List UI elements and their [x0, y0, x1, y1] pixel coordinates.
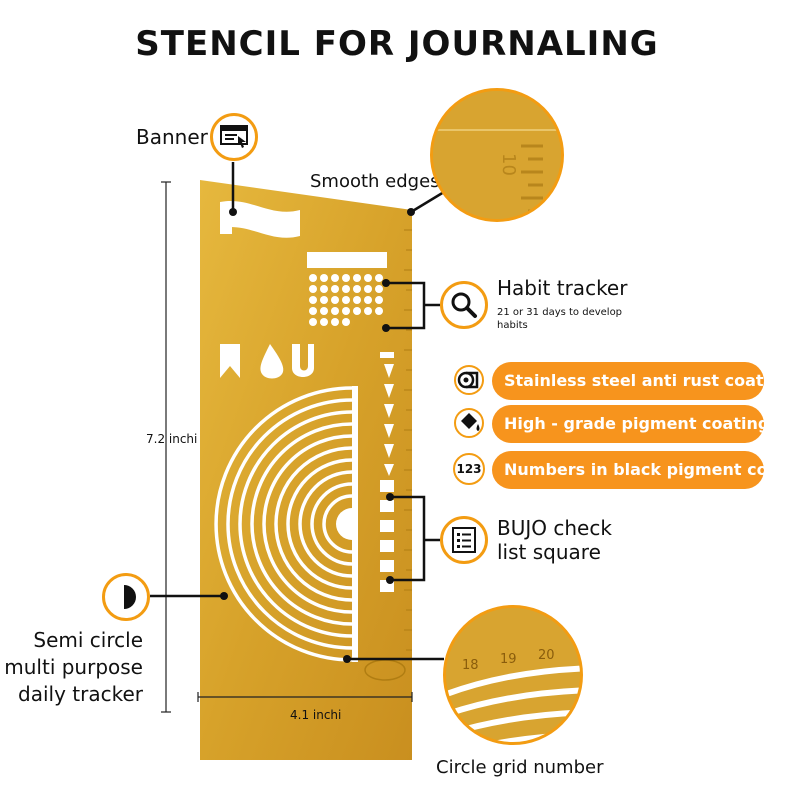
numbers-icon: 123: [452, 452, 486, 486]
numbers-icon-text: 123: [453, 453, 485, 485]
width-dimension: 4.1 inchi: [290, 708, 342, 722]
checklist-icon: [440, 516, 488, 564]
search-icon: [440, 281, 488, 329]
habit-tracker-label: Habit tracker: [497, 276, 628, 300]
roll-icon: [452, 363, 486, 397]
feature-pill-pigment: High - grade pigment coating: [492, 405, 769, 443]
circle-grid-zoom: 18 19 20: [443, 605, 583, 745]
zoom-number-19: 19: [500, 652, 517, 667]
banner-icon: [210, 113, 258, 161]
height-dimension: 7.2 inchi: [146, 432, 198, 446]
feature-pill-rust: Stainless steel anti rust coating: [492, 362, 792, 400]
semi-circle-icon: [102, 573, 150, 621]
bujo-label-line1: BUJO check: [497, 516, 612, 540]
page-title: STENCIL FOR JOURNALING: [135, 24, 659, 64]
smooth-edges-label: Smooth edges: [310, 171, 440, 192]
smooth-edges-zoom: 10: [430, 88, 564, 222]
banner-label: Banner: [136, 125, 208, 149]
circle-grid-label: Circle grid number: [436, 757, 604, 778]
semi-circle-label-line1: Semi circle: [33, 628, 143, 652]
bujo-label-line2: list square: [497, 540, 601, 564]
feature-pill-numbers: Numbers in black pigment colour: [492, 451, 794, 489]
stencil-illustration: [150, 162, 445, 760]
paint-bucket-icon: [452, 406, 486, 440]
zoom-number-18: 18: [462, 658, 479, 673]
svg-text:10: 10: [498, 153, 519, 176]
semi-circle-label-line3: daily tracker: [18, 682, 143, 706]
semi-circle-label-line2: multi purpose: [4, 655, 143, 679]
habit-tracker-sublabel: 21 or 31 days to develop habits: [497, 307, 623, 331]
zoom-number-20: 20: [538, 648, 555, 663]
